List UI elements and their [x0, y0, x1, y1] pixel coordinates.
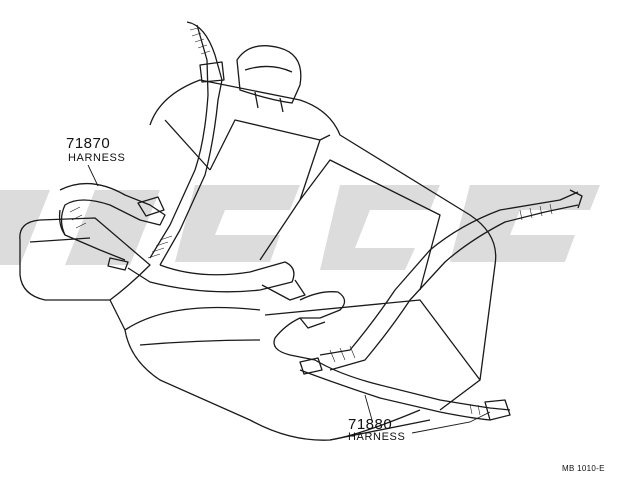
harness-71870-webbing: [69, 27, 211, 259]
callout-name-71880: HARNESS: [348, 431, 406, 443]
harness-71880-webbing: [329, 203, 553, 416]
harness-71880: [273, 189, 583, 421]
headrest: [236, 45, 302, 113]
harness-71870: [58, 21, 306, 301]
figure-reference: MB 1010-E: [562, 464, 605, 473]
callout-part-number-71870: 71870: [66, 135, 111, 152]
callout-part-number-71880: 71880: [348, 416, 393, 433]
callout-name-71870: HARNESS: [68, 152, 126, 164]
watermark: [0, 185, 600, 270]
seat-backrest: [149, 79, 497, 381]
leader-lines: [87, 164, 491, 434]
